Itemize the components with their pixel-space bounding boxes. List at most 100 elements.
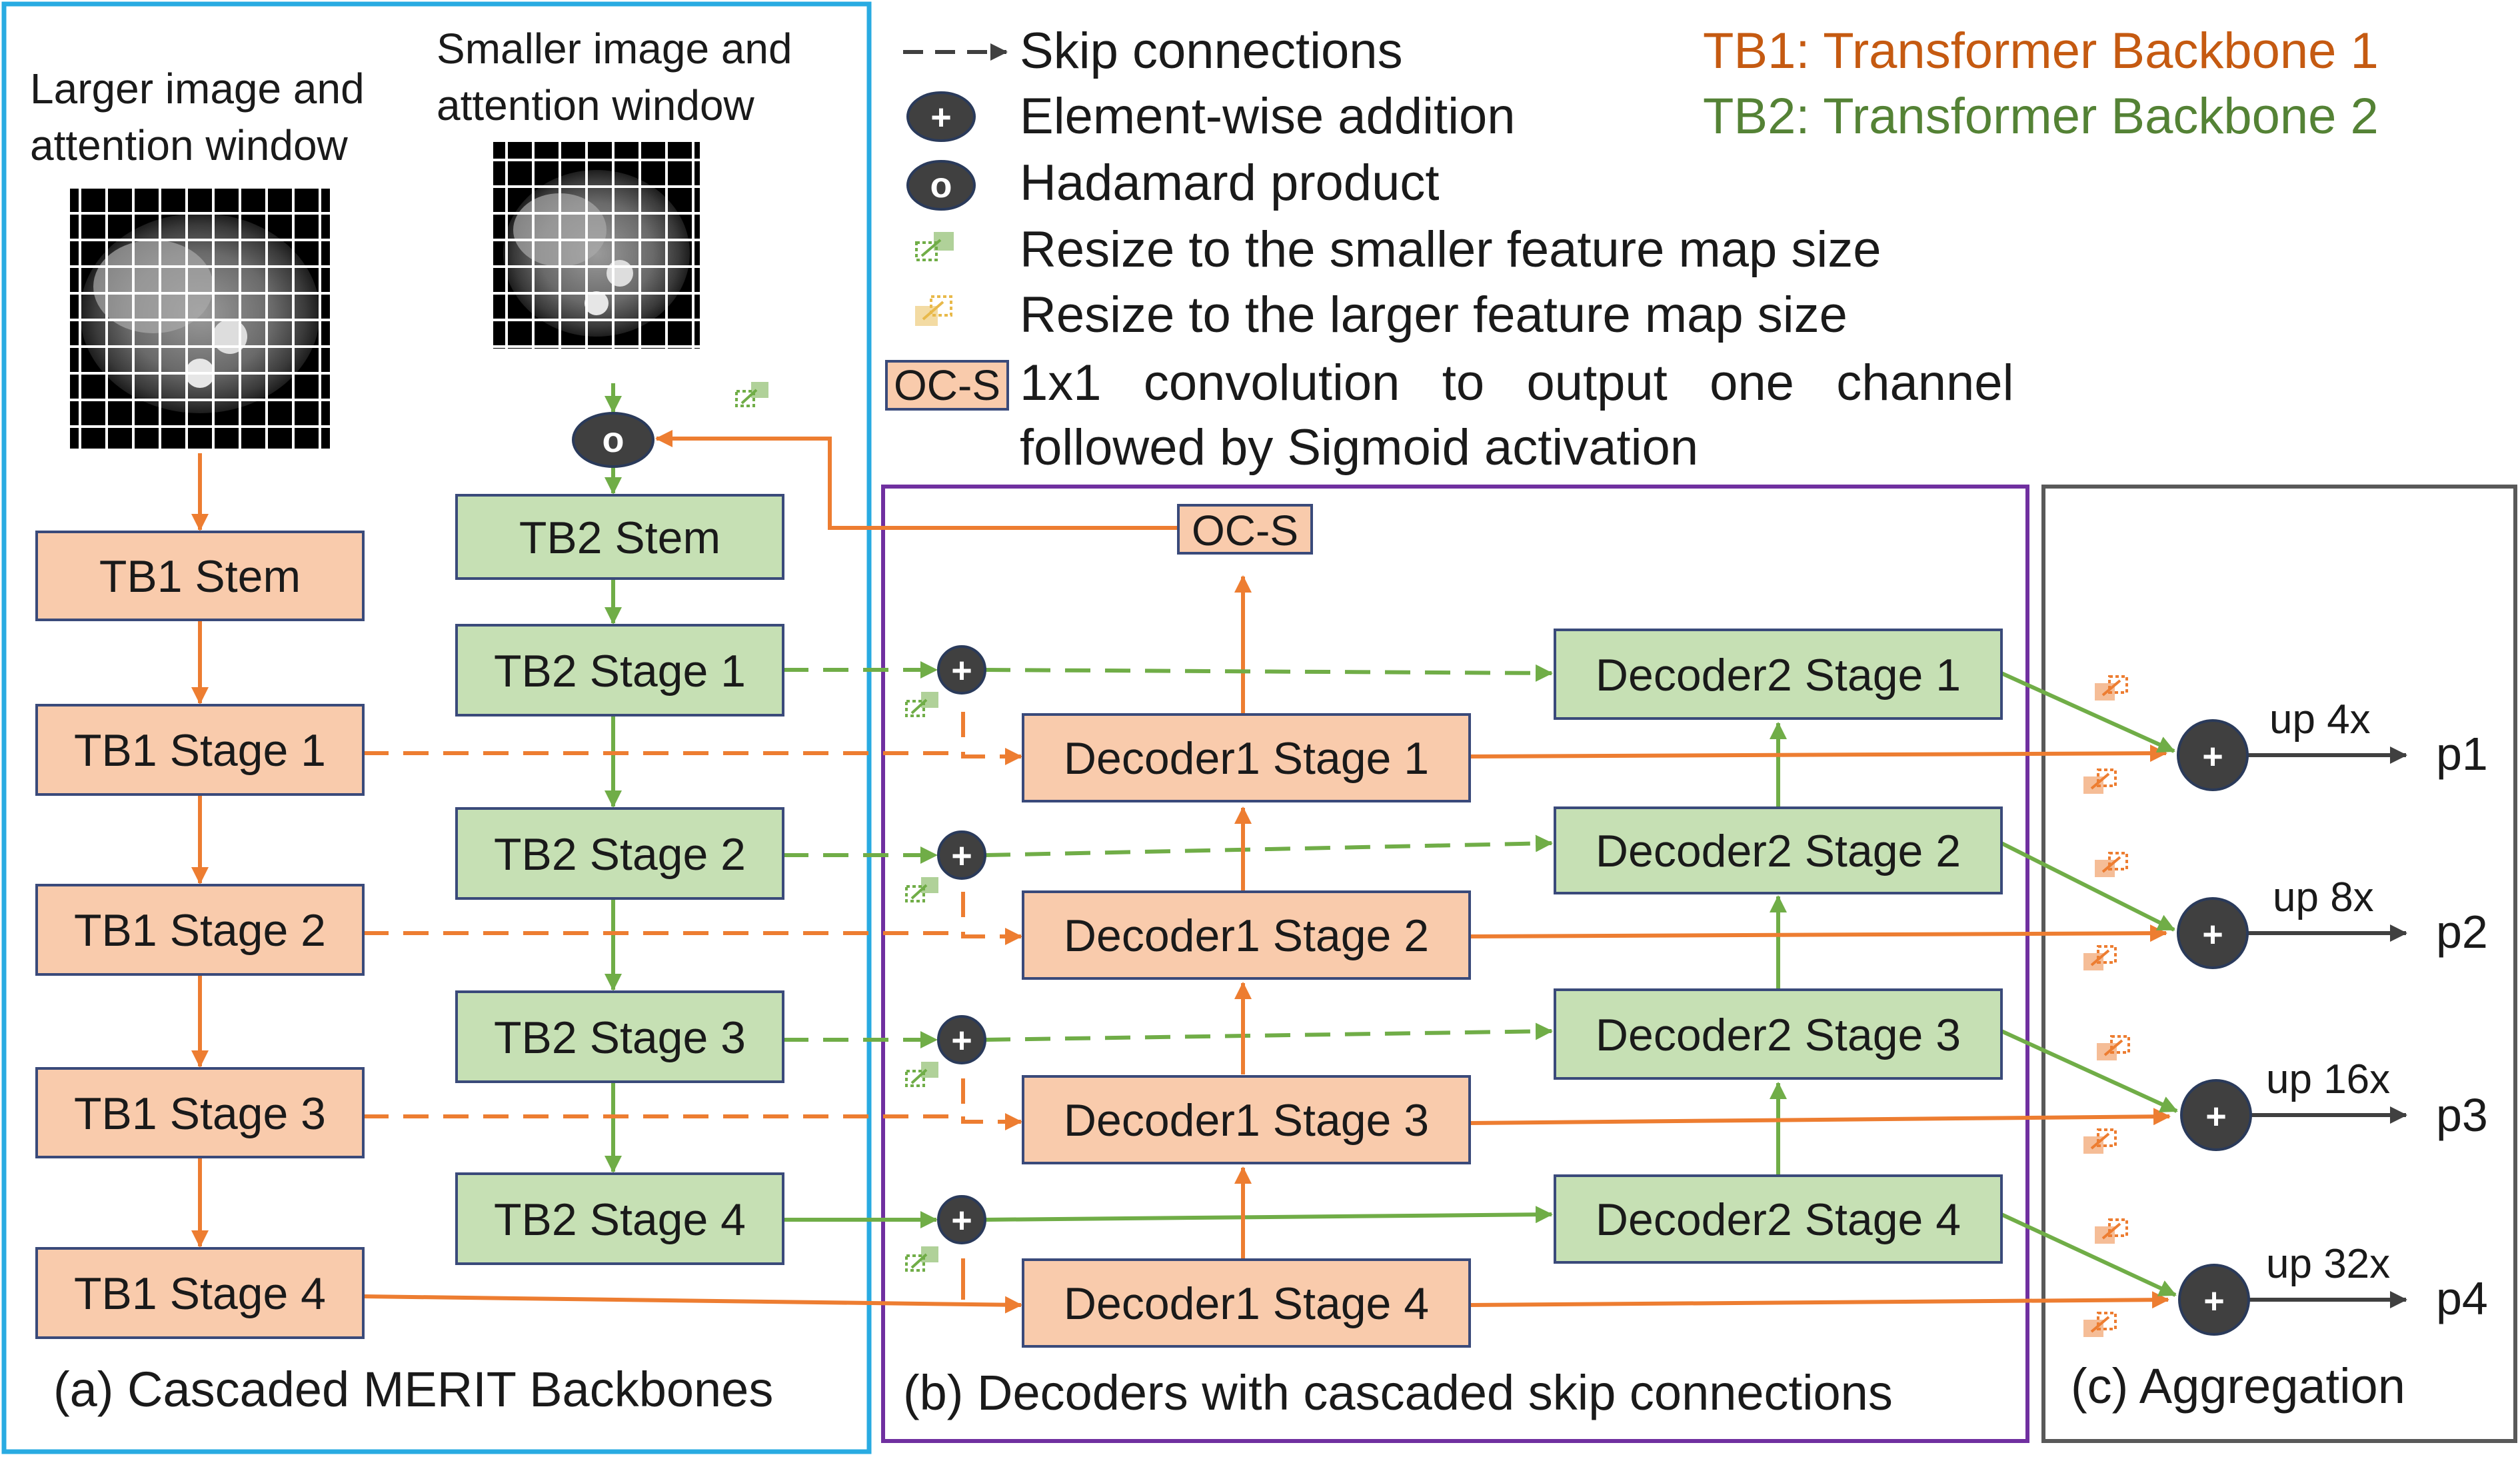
tb1-stage1-box: TB1 Stage 1 xyxy=(35,704,365,796)
resize-small-icon xyxy=(905,877,938,902)
panel-c-caption: (c) Aggregation xyxy=(2071,1358,2405,1414)
panel-a-frame xyxy=(1,1,872,1454)
output-p1: p1 xyxy=(2436,728,2488,780)
svg-text:o: o xyxy=(603,420,625,460)
tb1-stage2-label: TB1 Stage 2 xyxy=(74,905,326,956)
tb2-stage4-label: TB2 Stage 4 xyxy=(494,1194,746,1245)
legend-skip-label: Skip connections xyxy=(1020,23,1403,79)
svg-text:+: + xyxy=(2203,1281,2225,1321)
tb1-stage3-label: TB1 Stage 3 xyxy=(74,1088,326,1139)
svg-text:o: o xyxy=(930,165,952,205)
tb2-stage3-box: TB2 Stage 3 xyxy=(455,990,784,1083)
decoder2-stage1-label: Decoder2 Stage 1 xyxy=(1596,650,1961,701)
tb2-stage1-box: TB2 Stage 1 xyxy=(455,624,784,717)
tb1-stage4-label: TB1 Stage 4 xyxy=(74,1268,326,1319)
svg-text:+: + xyxy=(930,97,952,137)
tb2-stage2-box: TB2 Stage 2 xyxy=(455,807,784,900)
decoder1-stage1-box: Decoder1 Stage 1 xyxy=(1022,713,1471,802)
smaller-image-label-line1: Smaller image and xyxy=(437,25,792,73)
hadamard-operator: o xyxy=(572,412,654,468)
tb1-stem-box: TB1 Stem xyxy=(35,531,365,621)
svg-text:+: + xyxy=(951,1020,972,1060)
decoder2-stage1-box: Decoder2 Stage 1 xyxy=(1554,629,2003,720)
legend-add-label: Element-wise addition xyxy=(1020,88,1516,145)
svg-text:+: + xyxy=(2202,736,2223,776)
up-16x-label: up 16x xyxy=(2266,1056,2390,1102)
resize-large-icon xyxy=(2095,675,2128,701)
legend-ocs-line1: 1x1 convolution to output one channel xyxy=(1020,355,2013,411)
legend-ocs-line2: followed by Sigmoid activation xyxy=(1020,419,1698,476)
decoder1-stage3-label: Decoder1 Stage 3 xyxy=(1064,1095,1429,1146)
resize-large-icon xyxy=(2083,945,2117,970)
aggregation-add-2: + xyxy=(2177,897,2249,969)
up-8x-label: up 8x xyxy=(2273,874,2374,920)
resize-large-icon xyxy=(2083,1128,2117,1154)
legend-resize-small-label: Resize to the smaller feature map size xyxy=(1020,221,1882,278)
add-operator-skip2: + xyxy=(937,830,986,880)
ocs-label: OC-S xyxy=(1192,507,1298,555)
tb2-stem-box: TB2 Stem xyxy=(455,494,784,580)
legend-ocs-box: OC-S xyxy=(885,360,1009,411)
tb1-stage2-box: TB1 Stage 2 xyxy=(35,884,365,976)
decoder1-stage2-label: Decoder1 Stage 2 xyxy=(1064,910,1429,961)
tb2-stage2-label: TB2 Stage 2 xyxy=(494,829,746,880)
smaller-image-label-line2: attention window xyxy=(437,81,755,129)
resize-large-icon xyxy=(2083,1312,2117,1337)
decoder1-stage4-label: Decoder1 Stage 4 xyxy=(1064,1278,1429,1329)
resize-large-icon xyxy=(2095,852,2128,877)
panel-b-caption: (b) Decoders with cascaded skip connecti… xyxy=(903,1365,1893,1420)
svg-text:+: + xyxy=(951,1200,972,1240)
add-operator-skip4: + xyxy=(937,1195,986,1244)
tb2-stem-label: TB2 Stem xyxy=(519,513,720,563)
legend: Skip connections + Element-wise addition… xyxy=(885,23,2379,476)
legend-hadamard-label: Hadamard product xyxy=(1020,155,1439,211)
decoder2-stage2-box: Decoder2 Stage 2 xyxy=(1554,806,2003,894)
tb2-stage4-box: TB2 Stage 4 xyxy=(455,1172,784,1265)
resize-small-icon xyxy=(905,1246,938,1272)
add-operator-skip1: + xyxy=(937,645,986,695)
panel-c-frame xyxy=(2041,485,2517,1443)
tb1-stem-label: TB1 Stem xyxy=(99,551,301,602)
legend-add-icon: + xyxy=(906,91,976,142)
resize-large-icon xyxy=(2095,1218,2128,1244)
panel-b-frame xyxy=(881,485,2029,1443)
decoder1-stage4-box: Decoder1 Stage 4 xyxy=(1022,1258,1471,1348)
decoder2-stage4-label: Decoder2 Stage 4 xyxy=(1596,1194,1961,1245)
larger-image-label-line2: attention window xyxy=(30,121,349,169)
legend-tb1-label: TB1: Transformer Backbone 1 xyxy=(1703,23,2379,79)
tb2-stage3-label: TB2 Stage 3 xyxy=(494,1012,746,1063)
decoder2-stage3-box: Decoder2 Stage 3 xyxy=(1554,988,2003,1080)
larger-image-label-line1: Larger image and xyxy=(30,65,365,113)
ocs-box: OC-S xyxy=(1177,504,1313,555)
aggregation-add-1: + xyxy=(2177,719,2249,791)
legend-hadamard-icon: o xyxy=(906,160,976,211)
decoder2-stage2-label: Decoder2 Stage 2 xyxy=(1596,826,1961,876)
aggregation-add-4: + xyxy=(2178,1264,2250,1336)
svg-text:+: + xyxy=(2202,914,2223,954)
resize-small-icon xyxy=(905,1062,938,1087)
larger-ct-image xyxy=(70,189,330,449)
smaller-ct-image xyxy=(493,142,700,349)
decoder2-stage3-label: Decoder2 Stage 3 xyxy=(1596,1010,1961,1060)
up-32x-label: up 32x xyxy=(2266,1241,2390,1287)
panel-a-caption: (a) Cascaded MERIT Backbones xyxy=(53,1362,773,1417)
decoder2-stage4-box: Decoder2 Stage 4 xyxy=(1554,1174,2003,1264)
tb1-stage1-label: TB1 Stage 1 xyxy=(74,725,326,776)
legend-tb2-label: TB2: Transformer Backbone 2 xyxy=(1703,88,2379,145)
add-operator-skip3: + xyxy=(937,1015,986,1064)
svg-text:+: + xyxy=(951,836,972,876)
resize-small-legend-icon xyxy=(915,232,954,261)
up-4x-label: up 4x xyxy=(2269,697,2371,742)
decoder1-stage2-box: Decoder1 Stage 2 xyxy=(1022,890,1471,980)
output-p3: p3 xyxy=(2436,1089,2488,1141)
output-p4: p4 xyxy=(2436,1272,2488,1324)
output-p2: p2 xyxy=(2436,906,2488,958)
resize-large-legend-icon xyxy=(915,295,952,326)
resize-large-icon xyxy=(2083,768,2117,794)
svg-text:+: + xyxy=(2205,1096,2227,1136)
tb1-stage4-box: TB1 Stage 4 xyxy=(35,1247,365,1339)
legend-resize-large-label: Resize to the larger feature map size xyxy=(1020,287,1848,343)
tb1-stage3-box: TB1 Stage 3 xyxy=(35,1067,365,1158)
decoder1-stage3-box: Decoder1 Stage 3 xyxy=(1022,1075,1471,1164)
